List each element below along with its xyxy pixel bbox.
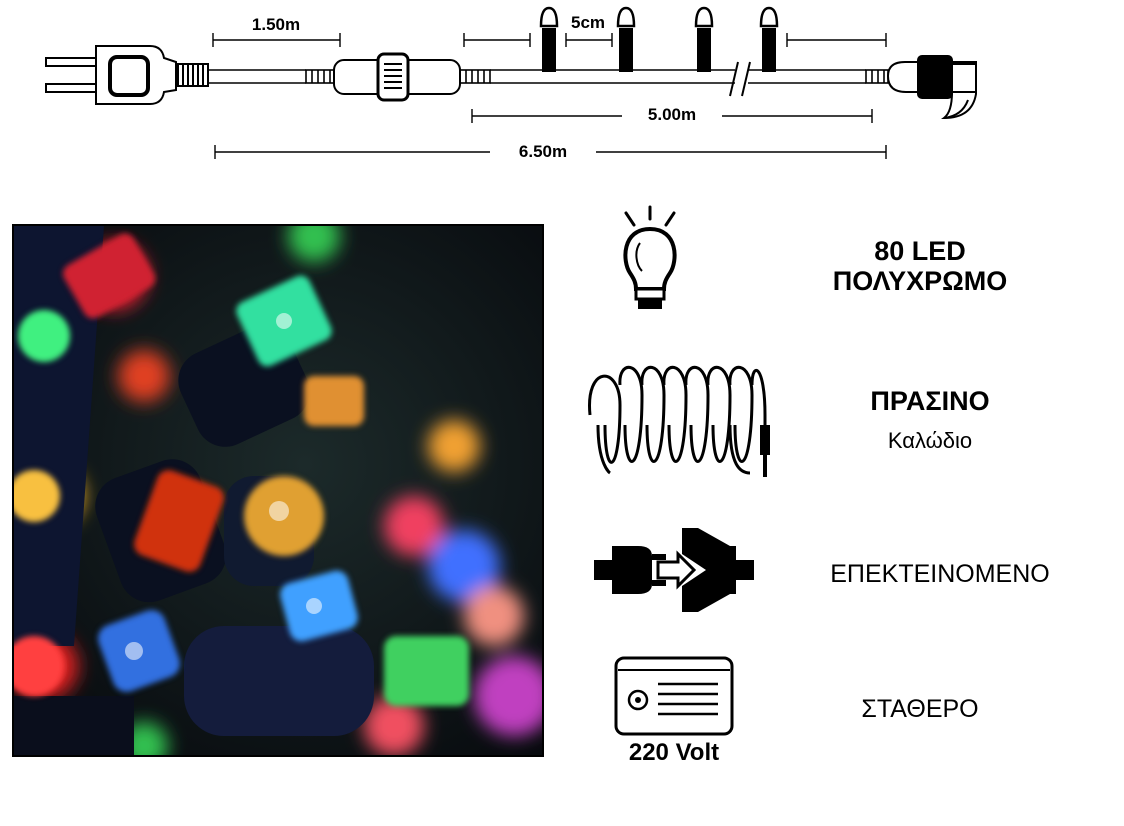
string-light-diagram: 1.50m 5cm 5.00m 6.50m xyxy=(45,6,977,161)
transformer-icon xyxy=(614,656,734,736)
led-bulb-icon xyxy=(539,6,559,72)
lit-length-label: 5.00m xyxy=(648,105,696,124)
end-cap-icon xyxy=(886,55,977,120)
led-count-label: 80 LED xyxy=(874,236,966,266)
coiled-cable-icon xyxy=(588,366,770,477)
bulb-icon xyxy=(623,205,677,309)
lead-length-label: 1.50m xyxy=(252,15,300,34)
led-color-label: ΠΟΛΥΧΡΩΜΟ xyxy=(832,266,1008,296)
fixed-label: ΣΤΑΘΕΡΟ xyxy=(861,695,979,723)
inline-connector-icon xyxy=(333,52,491,102)
led-spacing-label: 5cm xyxy=(571,13,605,32)
led-bulbs xyxy=(539,6,779,72)
multicolor-led-photo xyxy=(14,226,542,755)
led-bulb-icon xyxy=(694,6,714,72)
led-bulb-icon xyxy=(759,6,779,72)
total-length-label: 6.50m xyxy=(519,142,567,161)
extendable-label: ΕΠΕΚΤΕΙΝΟΜΕΝΟ xyxy=(830,560,1050,588)
led-bulb-icon xyxy=(616,6,636,72)
plug-icon xyxy=(45,45,209,105)
cable-sub-label: Καλώδιο xyxy=(887,428,973,453)
cable-color-label: ΠΡΑΣΙΝΟ xyxy=(870,386,990,416)
led-lights-photo xyxy=(12,224,544,757)
voltage-label: 220 Volt xyxy=(628,739,720,766)
plug-connect-icon xyxy=(594,528,754,612)
